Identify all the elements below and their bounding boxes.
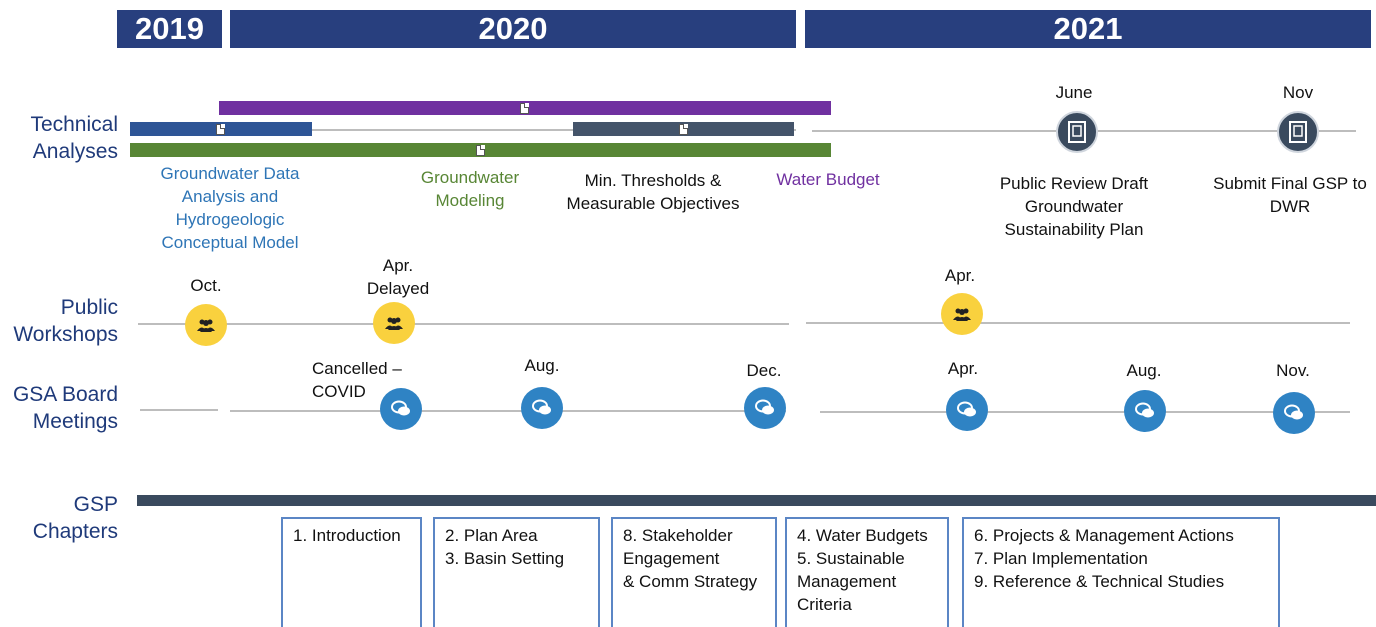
year-2020-header: 2020 <box>230 10 796 48</box>
chapter-item: Engagement <box>623 549 720 568</box>
technical-baseline-2020 <box>312 129 796 131</box>
workshop-oct-2019 <box>185 304 227 346</box>
groundwater-data-document-icon <box>216 124 225 135</box>
workshops-baseline-2021 <box>806 322 1350 324</box>
chat-bubbles-icon <box>1284 404 1303 420</box>
chapter-item: 8. Stakeholder <box>623 526 733 545</box>
people-group-icon <box>385 317 403 330</box>
year-2021-header: 2021 <box>805 10 1371 48</box>
workshop-apr-2021 <box>941 293 983 335</box>
chat-bubbles-icon <box>755 399 774 415</box>
workshops-baseline-2020 <box>138 323 789 325</box>
board-dec-2020-label: Dec. <box>746 361 782 380</box>
board-meeting-apr-2021 <box>946 389 988 431</box>
chat-bubbles-icon <box>391 400 410 416</box>
groundwater-modeling-label: Groundwater Modeling <box>420 168 520 210</box>
board-meeting-aug-2020 <box>521 387 563 429</box>
chapter-item: & Comm Strategy <box>623 572 758 591</box>
chapter-item: 2. Plan Area <box>445 526 538 545</box>
people-group-icon <box>197 319 215 332</box>
board-nov-2021-label: Nov. <box>1276 361 1310 380</box>
year-2019-header: 2019 <box>117 10 222 48</box>
board-baseline-2020 <box>230 410 786 412</box>
june-milestone-label: June <box>1055 83 1093 102</box>
chapter-item: 6. Projects & Management Actions <box>974 526 1234 545</box>
board-meeting-dec-2020 <box>744 387 786 429</box>
min-thresholds-label: Min. Thresholds & Measurable Objectives <box>566 171 740 213</box>
chapter-box-introduction: 1. Introduction <box>281 517 422 627</box>
chat-bubbles-icon <box>1135 402 1154 418</box>
workshop-apr-2021-label: Apr. <box>944 266 976 285</box>
chapter-item: 7. Plan Implementation <box>974 549 1148 568</box>
chapter-item: 1. Introduction <box>293 526 401 545</box>
chapter-item: Criteria <box>797 595 852 614</box>
document-icon <box>1289 121 1307 143</box>
gsp-chapters-bar <box>137 495 1376 506</box>
board-apr-2021-label: Apr. <box>947 359 979 378</box>
chapter-box-water-budgets: 4. Water Budgets 5. Sustainable Manageme… <box>785 517 949 627</box>
board-meeting-aug-2021 <box>1124 390 1166 432</box>
chapter-box-projects-implementation: 6. Projects & Management Actions 7. Plan… <box>962 517 1280 627</box>
chapter-item: Management <box>797 572 897 591</box>
document-icon <box>1068 121 1086 143</box>
water-budget-label: Water Budget <box>776 170 880 189</box>
chat-bubbles-icon <box>532 399 551 415</box>
chat-bubbles-icon <box>957 401 976 417</box>
june-public-review-milestone <box>1056 111 1098 153</box>
workshop-apr-delayed-label: Apr. Delayed <box>366 256 430 298</box>
groundwater-data-label: Groundwater Data Analysis and Hydrogeolo… <box>160 164 300 252</box>
board-meeting-nov-2021 <box>1273 392 1315 434</box>
submit-final-label: Submit Final GSP to DWR <box>1213 174 1367 216</box>
groundwater-modeling-document-icon <box>476 145 485 156</box>
people-group-icon <box>953 308 971 321</box>
board-baseline-2019 <box>140 409 218 411</box>
chapter-item: 9. Reference & Technical Studies <box>974 572 1225 591</box>
chapter-item: 3. Basin Setting <box>445 549 565 568</box>
chapter-box-stakeholder-engagement: 8. Stakeholder Engagement & Comm Strateg… <box>611 517 777 627</box>
board-cancelled-covid-label: Cancelled – COVID <box>312 359 402 401</box>
board-aug-2020-label: Aug. <box>524 356 560 375</box>
chapter-item: 5. Sustainable <box>797 549 905 568</box>
public-review-label: Public Review Draft Groundwater Sustaina… <box>999 174 1149 239</box>
board-meeting-cancelled-covid <box>380 388 422 430</box>
workshop-oct-label: Oct. <box>190 276 222 295</box>
board-baseline-2021 <box>820 411 1350 413</box>
nov-submit-final-milestone <box>1277 111 1319 153</box>
min-thresholds-document-icon <box>679 124 688 135</box>
nov-milestone-label: Nov <box>1282 83 1314 102</box>
chapter-item: 4. Water Budgets <box>797 526 928 545</box>
chapter-box-plan-area-basin-setting: 2. Plan Area 3. Basin Setting <box>433 517 600 627</box>
workshop-apr-2020-delayed <box>373 302 415 344</box>
water-budget-document-icon <box>520 103 529 114</box>
board-aug-2021-label: Aug. <box>1126 361 1162 380</box>
